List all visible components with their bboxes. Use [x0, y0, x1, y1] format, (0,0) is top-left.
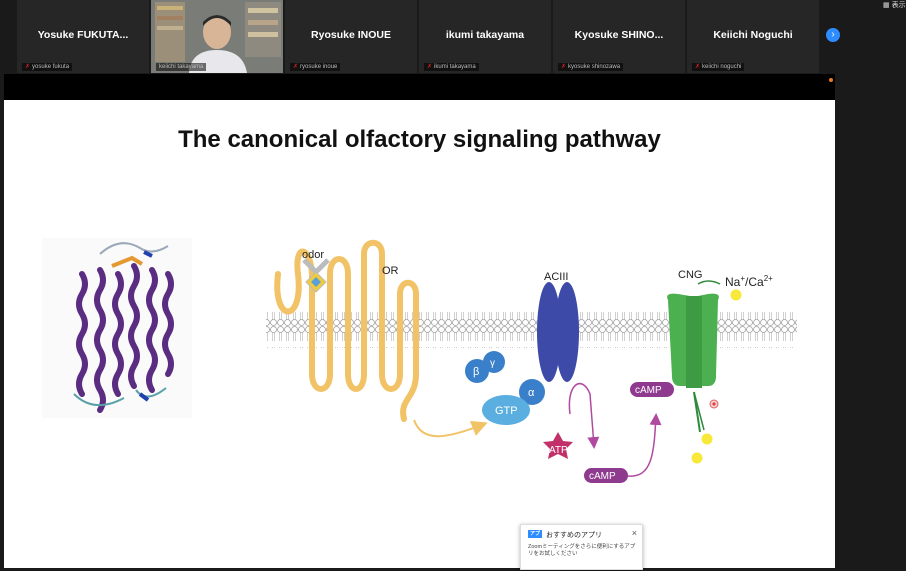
grid-icon: ▦ [883, 2, 890, 9]
muted-mic-icon: ✗ [561, 64, 567, 70]
muted-mic-icon: ✗ [695, 64, 701, 70]
close-icon[interactable]: × [631, 528, 637, 538]
window-margin [835, 74, 906, 571]
receptor-structure-image [42, 238, 192, 418]
popup-body: Zoomミーティングをさらに便利にするアプリをお試しください [528, 544, 636, 557]
g-alpha-label: α [528, 387, 535, 399]
chevron-right-icon: › [831, 29, 835, 40]
participant-name: Keiichi Noguchi [713, 29, 793, 41]
gtp-label: GTP [495, 405, 518, 417]
muted-mic-icon: ✗ [427, 64, 433, 70]
participant-tag-text: yosuke fukuta [32, 64, 70, 70]
apps-badge: アプリ [528, 530, 542, 545]
view-toggle-label: 表示 [891, 2, 906, 9]
or-label: OR [382, 265, 399, 277]
ion-particle-core [712, 402, 716, 406]
participant-name: ikumi takayama [445, 29, 525, 41]
participant-tag: ✗ikumi takayama [424, 63, 479, 71]
participant-tag-text: keiichi noguchi [702, 64, 742, 70]
camp-molecule [630, 382, 674, 397]
view-toggle-button[interactable]: ▦ 表示 [883, 0, 906, 10]
participant-tag-text: ikumi takayama [434, 64, 476, 70]
ion-particle [691, 452, 703, 464]
muted-mic-icon: ✗ [25, 64, 31, 70]
g-protein [465, 351, 545, 425]
participant-tag-text: kyosuke shinozawa [568, 64, 621, 70]
ion-particle [730, 289, 742, 301]
cng-label: CNG [678, 269, 702, 281]
share-header-bar [4, 74, 835, 100]
participant-tag: ✗keiichi noguchi [692, 63, 745, 71]
participant-tile[interactable]: Yosuke FUKUTA... ✗yosuke fukuta [17, 0, 149, 73]
camp-label-top: cAMP [635, 385, 662, 396]
olfactory-receptor [274, 239, 488, 438]
participant-name: Ryosuke INOUE [311, 29, 391, 41]
participant-tag: ✗ryosuke inoue [290, 63, 341, 71]
odor-molecule-icon [302, 258, 330, 293]
participant-video [151, 0, 283, 73]
participant-tag-text: keiichi takayama [159, 64, 204, 70]
adenylyl-cyclase-iii [537, 282, 579, 382]
participant-tile[interactable]: Keiichi Noguchi ✗keiichi noguchi [687, 0, 819, 73]
g-beta-label: β [473, 366, 479, 378]
participant-tag: ✗kyosuke shinozawa [558, 63, 624, 71]
muted-mic-icon: ✗ [293, 64, 299, 70]
participant-video-tile[interactable]: keiichi takayama [151, 0, 283, 73]
participant-strip: Yosuke FUKUTA... ✗yosuke fukuta keiichi … [0, 0, 906, 74]
participant-tag: ✗yosuke fukuta [22, 63, 73, 71]
atp-label: ATP [549, 445, 568, 456]
cng-channel [667, 280, 721, 433]
ion-label: Na+/Ca2+ [725, 274, 773, 289]
camp-label-bottom: cAMP [589, 471, 616, 482]
slide-title: The canonical olfactory signaling pathwa… [178, 126, 661, 153]
ion-particle [701, 433, 713, 445]
next-page-button[interactable]: › [826, 28, 840, 42]
odor-label: odor [302, 249, 324, 261]
aciii-label: ACIII [544, 271, 568, 283]
atp-star [543, 432, 573, 459]
participant-tile[interactable]: Ryosuke INOUE ✗ryosuke inoue [285, 0, 417, 73]
participant-name: Yosuke FUKUTA... [37, 29, 129, 41]
participant-name: Kyosuke SHINO... [574, 29, 664, 41]
participant-tag-text: ryosuke inoue [300, 64, 338, 70]
g-gamma-label: γ [490, 358, 495, 369]
recommended-apps-popup[interactable]: アプリ おすすめのアプリ × Zoomミーティングをさらに便利にするアプリをお試… [520, 524, 643, 570]
shared-screen: The canonical olfactory signaling pathwa… [4, 74, 835, 568]
participant-tile[interactable]: Kyosuke SHINO... ✗kyosuke shinozawa [553, 0, 685, 73]
popup-title: おすすめのアプリ [546, 532, 602, 539]
recording-indicator-icon [829, 78, 833, 82]
camp-molecule [584, 468, 628, 483]
participant-tile[interactable]: ikumi takayama ✗ikumi takayama [419, 0, 551, 73]
participant-tag: keiichi takayama [156, 63, 207, 71]
pathway-diagram: odor OR ACIII β γ α GTP ATP cAMP cAMP [42, 238, 797, 483]
